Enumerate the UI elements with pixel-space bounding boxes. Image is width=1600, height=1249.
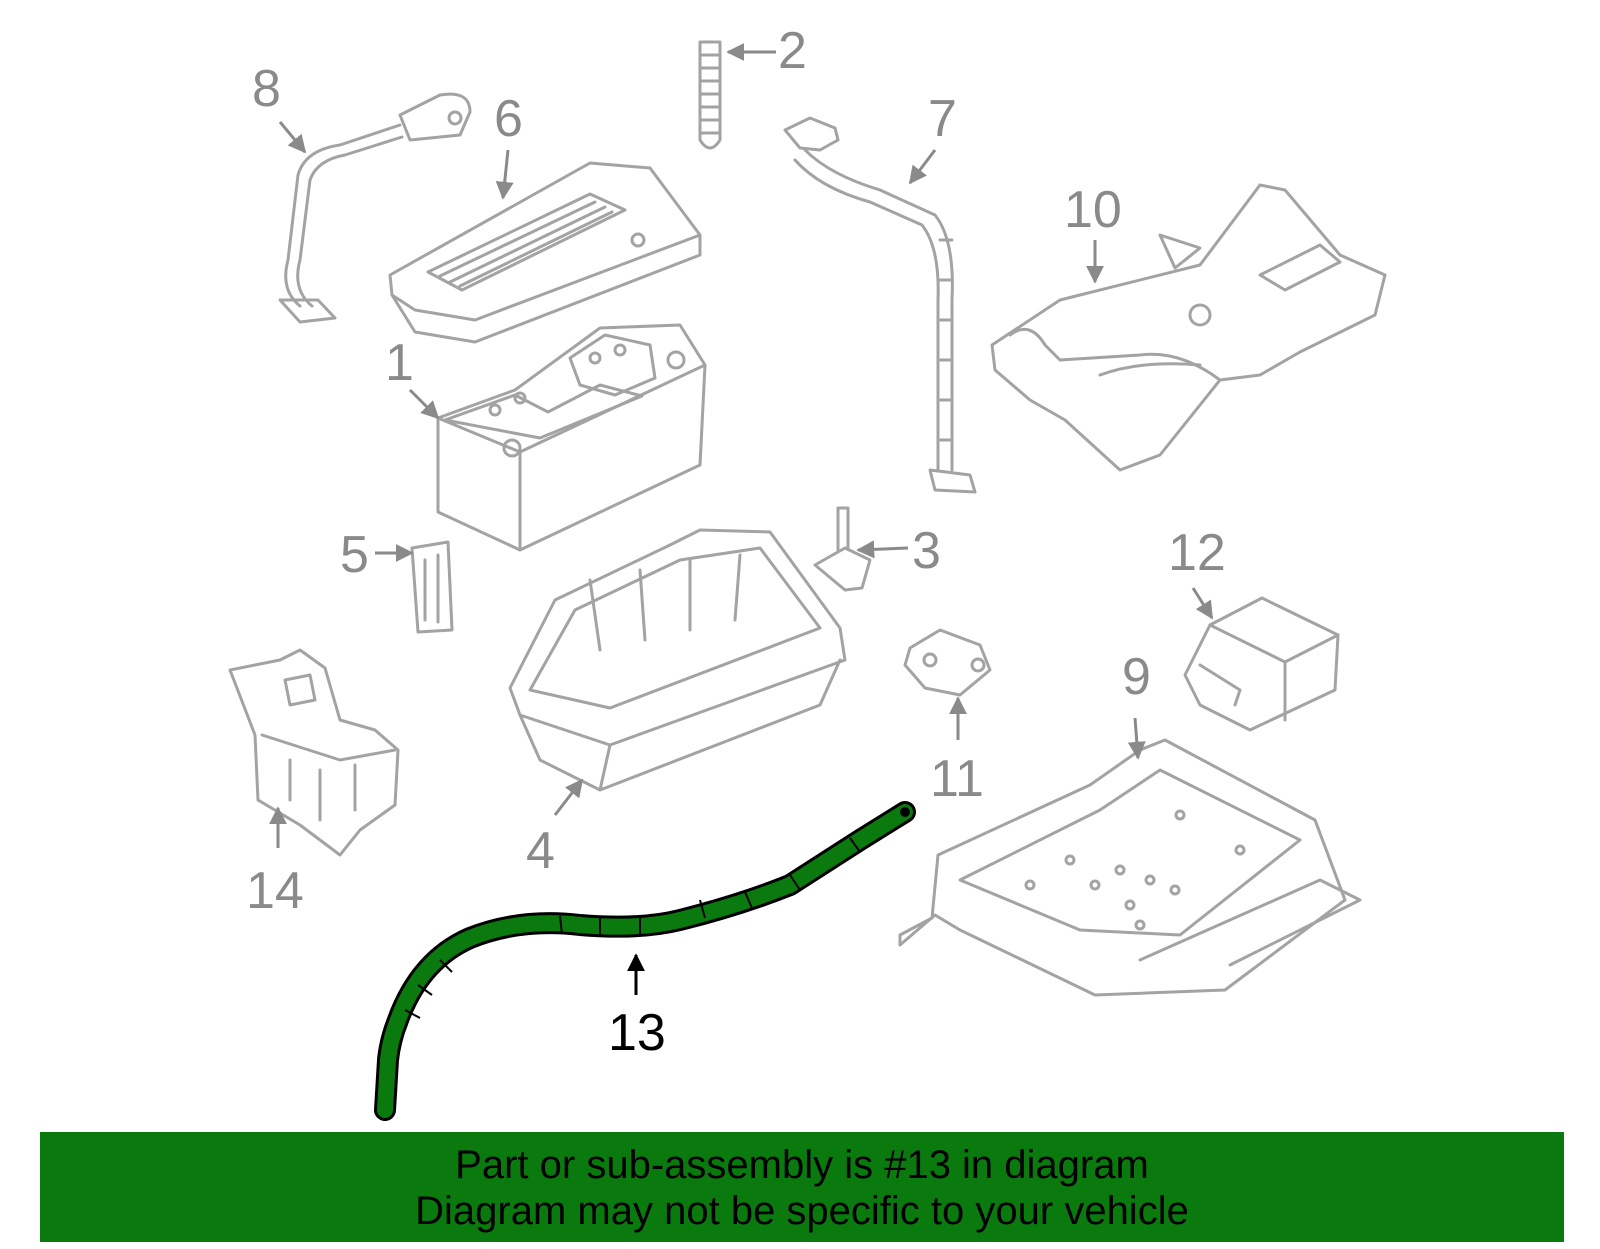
- part-11-sensor: [903, 628, 992, 697]
- part-7-cable: [783, 116, 977, 494]
- part-13-cable: [374, 801, 916, 1121]
- callout-2: 2: [778, 22, 807, 80]
- part-3-bracket: [813, 506, 872, 592]
- callout-5: 5: [340, 526, 369, 584]
- callout-7: 7: [928, 90, 957, 148]
- callout-11: 11: [930, 750, 984, 808]
- callout-3: 3: [912, 522, 941, 580]
- part-6-cover: [388, 161, 702, 344]
- part-14-fuse-block: [228, 648, 400, 857]
- callout-1: 1: [385, 334, 414, 392]
- part-12-module: [1183, 596, 1340, 732]
- part-1-battery: [436, 323, 707, 552]
- parts-diagram: 8 2 6 7 10 1 3 5 12 9 11 4 14 13: [228, 22, 1387, 1121]
- callout-12: 12: [1168, 524, 1226, 582]
- callout-14: 14: [246, 862, 304, 920]
- callout-6: 6: [494, 90, 523, 148]
- banner-line-1: Part or sub-assembly is #13 in diagram: [455, 1143, 1149, 1187]
- part-2-bolt: [698, 40, 722, 150]
- part-4-tray: [508, 528, 847, 792]
- part-10-tray: [990, 183, 1387, 472]
- info-banner: Part or sub-assembly is #13 in diagram D…: [40, 1132, 1564, 1242]
- leader-lines: [269, 43, 1214, 995]
- callout-10: 10: [1064, 181, 1122, 239]
- callout-9: 9: [1122, 648, 1151, 706]
- part-5-clip: [410, 540, 454, 634]
- callout-8: 8: [252, 60, 281, 118]
- callout-13: 13: [608, 1004, 666, 1062]
- callout-4: 4: [526, 822, 555, 880]
- callout-labels: 8 2 6 7 10 1 3 5 12 9 11 4 14 13: [246, 22, 1226, 1062]
- banner-line-2: Diagram may not be specific to your vehi…: [415, 1189, 1189, 1233]
- part-8-cable: [278, 92, 472, 324]
